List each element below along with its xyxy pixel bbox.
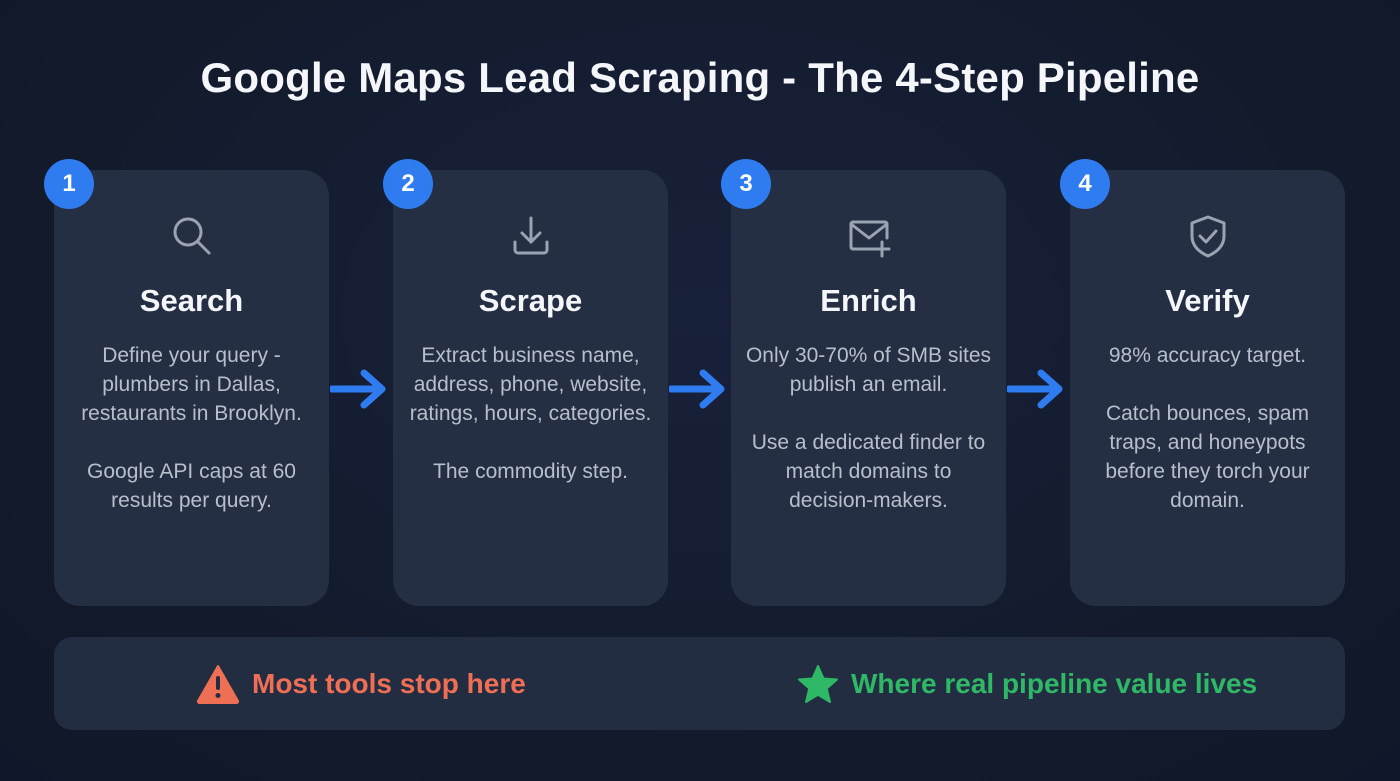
step-text: Only 30-70% of SMB sites publish an emai…: [745, 344, 992, 396]
search-icon: [54, 212, 329, 260]
step-description: Only 30-70% of SMB sites publish an emai…: [741, 341, 996, 544]
arrow-right-icon: [669, 369, 725, 409]
warning-callout: Most tools stop here: [196, 637, 526, 730]
warning-label: Most tools stop here: [252, 667, 526, 699]
step-title: Scrape: [478, 283, 583, 318]
step-description: 98% accuracy target. Catch bounces, spam…: [1080, 341, 1335, 544]
step-number-badge: 2: [383, 159, 433, 209]
step-text: Catch bounces, spam traps, and honeypots…: [1105, 402, 1310, 512]
step-number-badge: 1: [44, 159, 94, 209]
step-card-scrape: Scrape Extract business name, address, p…: [393, 170, 668, 606]
page-title: Google Maps Lead Scraping - The 4-Step P…: [200, 54, 1200, 101]
step-card-enrich: Enrich Only 30-70% of SMB sites publish …: [731, 170, 1006, 606]
step-title: Search: [139, 283, 244, 318]
step-number-badge: 4: [1060, 159, 1110, 209]
step-text: Extract business name, address, phone, w…: [409, 344, 652, 425]
arrow-right-icon: [330, 369, 386, 409]
step-description: Extract business name, address, phone, w…: [403, 341, 658, 515]
step-card-verify: Verify 98% accuracy target. Catch bounce…: [1070, 170, 1345, 606]
star-icon: [798, 664, 838, 703]
summary-banner: Most tools stop here Where real pipeline…: [54, 637, 1345, 730]
shield-check-icon: [1070, 212, 1345, 260]
arrow-right-icon: [1007, 369, 1063, 409]
step-text: 98% accuracy target.: [1108, 344, 1307, 367]
step-title: Verify: [1165, 283, 1250, 318]
step-title: Enrich: [820, 283, 917, 318]
step-card-search: Search Define your query - plumbers in D…: [54, 170, 329, 606]
step-text: Define your query - plumbers in Dallas, …: [81, 344, 302, 425]
step-number-badge: 3: [721, 159, 771, 209]
mail-plus-icon: [731, 212, 1006, 260]
step-text: The commodity step.: [433, 460, 628, 483]
warning-icon: [196, 664, 240, 704]
step-text: Use a dedicated finder to match domains …: [751, 431, 986, 512]
value-label: Where real pipeline value lives: [851, 667, 1258, 699]
download-icon: [393, 212, 668, 260]
step-text: Google API caps at 60 results per query.: [87, 460, 296, 512]
value-callout: Where real pipeline value lives: [797, 637, 1257, 730]
step-description: Define your query - plumbers in Dallas, …: [64, 341, 319, 544]
